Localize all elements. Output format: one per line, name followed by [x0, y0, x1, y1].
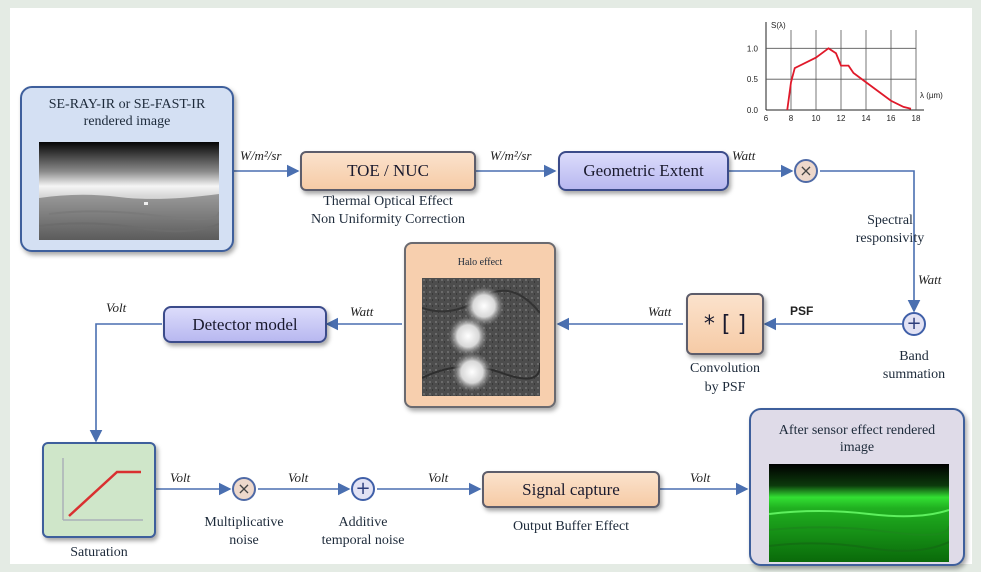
toe-caption-line1: Thermal Optical Effect — [323, 194, 453, 209]
volt-label-2: Volt — [170, 470, 191, 485]
chart-y-axis-label: S(λ) — [771, 21, 786, 30]
chart-y-tick-label: 0.5 — [747, 75, 759, 84]
chart-x-tick-label: 6 — [764, 114, 769, 123]
input-rendered-image — [39, 142, 219, 240]
convolution-block: * [ ] — [686, 293, 764, 355]
volt-label-1: Volt — [106, 300, 127, 315]
geometric-extent-label: Geometric Extent — [583, 161, 704, 180]
chart-series-line — [786, 47, 912, 111]
spectral-responsivity-chart: 6 8 10 12 14 16 18 0.0 0.5 1.0 S(λ) λ (µm) — [747, 21, 943, 123]
mult-caption-line1: Multiplicative — [204, 515, 284, 530]
multiply-operator-icon: × — [794, 159, 818, 183]
halo-effect-image — [422, 278, 540, 396]
multiplicative-noise-icon: × — [232, 477, 256, 501]
band-caption-line1: Band — [899, 349, 929, 364]
watt-label-3: Watt — [648, 304, 672, 319]
chart-y-tick-label: 0.0 — [747, 106, 759, 115]
mult-caption-line2: noise — [229, 533, 259, 548]
toe-nuc-block: TOE / NUC — [300, 151, 476, 191]
additive-noise-plus-icon: + — [351, 477, 375, 501]
spectral-caption-line1: Spectral — [867, 213, 913, 228]
signal-capture-label: Signal capture — [522, 479, 620, 499]
output-buffer-caption: Output Buffer Effect — [512, 519, 630, 534]
output-rendered-image — [769, 464, 949, 562]
radiance-label-2: W/m²/sr — [490, 148, 532, 163]
toe-nuc-label: TOE / NUC — [347, 161, 429, 180]
saturation-caption: Saturation — [70, 545, 128, 560]
saturation-curve-icon — [62, 458, 143, 521]
chart-x-tick-label: 16 — [887, 114, 896, 123]
convolution-symbol: * [ ] — [703, 311, 747, 337]
chart-x-tick-label: 18 — [912, 114, 921, 123]
detector-model-block: Detector model — [163, 306, 327, 343]
geometric-extent-block: Geometric Extent — [558, 151, 729, 191]
diagram-canvas: SE-RAY-IR or SE-FAST-IR rendered image — [10, 8, 972, 566]
chart-x-tick-label: 10 — [812, 114, 821, 123]
signal-capture-block: Signal capture — [482, 471, 660, 508]
toe-caption-line2: Non Uniformity Correction — [311, 212, 465, 227]
chart-x-tick-label: 14 — [862, 114, 871, 123]
output-panel-title: After sensor effect rendered image — [778, 423, 936, 455]
conv-caption-line2: by PSF — [704, 380, 746, 395]
band-summation-plus-icon: + — [902, 312, 926, 336]
band-caption-line2: summation — [882, 367, 946, 382]
add-caption-line1: Additive — [338, 515, 388, 530]
spectral-caption-line2: responsivity — [855, 231, 925, 246]
volt-label-4: Volt — [428, 470, 449, 485]
output-image-panel: After sensor effect rendered image — [749, 408, 965, 566]
halo-panel-title: Halo effect — [457, 257, 503, 268]
volt-label-5: Volt — [690, 470, 711, 485]
chart-x-tick-label: 12 — [837, 114, 846, 123]
arrow-multiply-to-plus — [820, 170, 921, 313]
add-caption-line2: temporal noise — [321, 533, 405, 548]
watt-label-4: Watt — [350, 304, 374, 319]
connector-arrows — [89, 164, 921, 496]
conv-caption-line1: Convolution — [689, 361, 760, 376]
saturation-block — [42, 442, 156, 538]
chart-y-tick-label: 1.0 — [747, 44, 759, 53]
chart-x-axis-label: λ (µm) — [920, 91, 943, 100]
input-image-panel: SE-RAY-IR or SE-FAST-IR rendered image — [20, 86, 234, 252]
watt-label-1: Watt — [732, 148, 756, 163]
arrow-detector-to-saturation — [89, 323, 162, 443]
halo-effect-panel: Halo effect — [404, 242, 556, 408]
volt-label-3: Volt — [288, 470, 309, 485]
input-panel-title: SE-RAY-IR or SE-FAST-IR rendered image — [48, 97, 206, 129]
chart-x-tick-label: 8 — [789, 114, 794, 123]
radiance-label-1: W/m²/sr — [240, 148, 282, 163]
detector-model-label: Detector model — [192, 314, 298, 334]
watt-label-2: Watt — [918, 272, 942, 287]
psf-label: PSF — [790, 304, 814, 318]
